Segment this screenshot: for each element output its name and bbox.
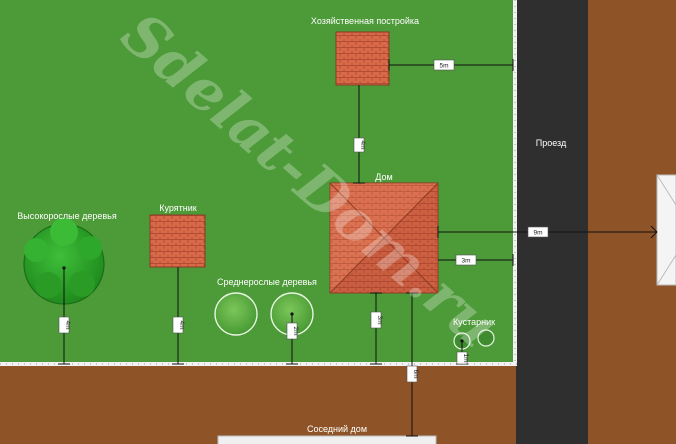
dim-house-road-far: 9m	[527, 226, 549, 238]
bottom-soil	[0, 366, 516, 444]
neighbor-house	[217, 435, 437, 444]
dim-house-road-near: 3m	[455, 254, 477, 266]
svg-text:5m: 5m	[439, 63, 448, 70]
label-tall-trees: Высокорослые деревья	[17, 211, 117, 221]
mid-tree-1	[214, 292, 258, 336]
fence-bottom	[0, 362, 517, 366]
fence-right	[513, 0, 517, 366]
svg-text:4m: 4m	[178, 320, 185, 329]
svg-text:4m: 4m	[359, 140, 366, 149]
svg-text:9m: 9m	[533, 230, 542, 237]
svg-text:3m: 3m	[461, 258, 470, 265]
dim-shed-road: 5m	[433, 59, 455, 71]
svg-text:4m: 4m	[64, 320, 71, 329]
svg-text:2m: 2m	[292, 326, 299, 335]
dim-bush-fence: 1m	[456, 351, 469, 365]
dim-house-neighbor: 6m	[406, 365, 419, 383]
bush-2	[477, 329, 495, 347]
label-mid-trees: Среднерослые деревья	[217, 277, 317, 287]
dim-mid-tree-fence: 2m	[286, 322, 299, 340]
label-neighbor: Соседний дом	[307, 424, 367, 434]
shed-building	[335, 31, 390, 86]
label-house: Дом	[375, 172, 392, 182]
svg-text:1m: 1m	[462, 353, 469, 362]
dim-coop-fence: 4m	[172, 316, 185, 334]
svg-text:3m: 3m	[376, 315, 383, 324]
right-building	[656, 174, 676, 286]
dim-tall-tree-fence: 4m	[58, 316, 71, 334]
dim-shed-house: 4m	[353, 137, 366, 153]
driveway-road	[516, 0, 588, 444]
label-shed: Хозяйственная постройка	[311, 16, 419, 26]
coop-building	[149, 214, 206, 268]
svg-text:6m: 6m	[412, 369, 419, 378]
dimension-points	[62, 266, 464, 343]
label-coop: Курятник	[159, 203, 197, 213]
tall-tree	[23, 218, 105, 305]
house-building	[329, 182, 439, 294]
label-driveway: Проезд	[536, 138, 567, 148]
label-bushes: Кустарник	[453, 317, 495, 327]
dim-house-fence: 3m	[370, 311, 383, 329]
